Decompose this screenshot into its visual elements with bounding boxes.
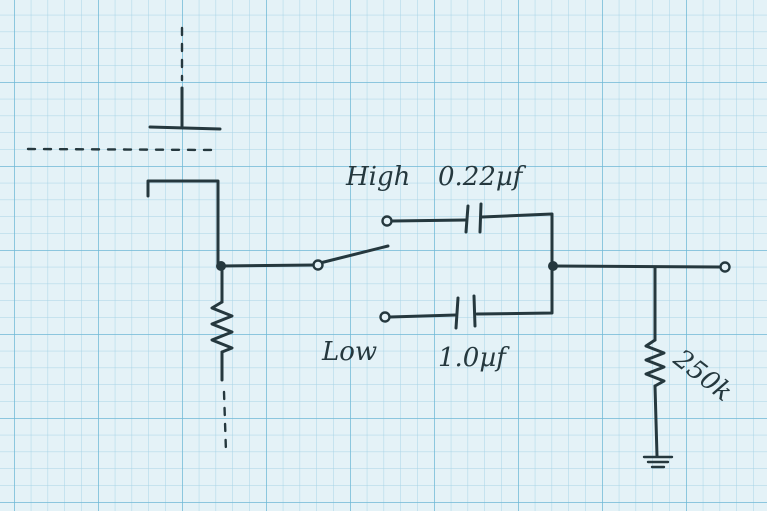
cathode-resistor <box>210 264 234 454</box>
resistor-zigzag-output <box>644 338 666 388</box>
wire-high-left <box>390 218 468 223</box>
wire-low-right <box>475 264 554 316</box>
wire-high-right <box>480 212 554 268</box>
label-switch-high: High <box>345 162 410 192</box>
wire-low-left <box>388 313 458 319</box>
tube-grid-dashed <box>26 147 218 152</box>
capacitor-low <box>388 264 554 330</box>
wire-output <box>550 264 722 269</box>
junction-node-caps <box>548 261 558 271</box>
cap-low-plate-left <box>454 296 460 330</box>
output-resistor <box>644 265 666 458</box>
output-terminal <box>719 261 731 273</box>
switch-high-terminal <box>381 215 393 227</box>
capacitor-high <box>390 202 554 268</box>
switch-low-terminal <box>379 311 391 323</box>
junction-node-cathode <box>216 261 226 271</box>
cap-low-plate-right <box>472 294 477 328</box>
tube-cathode <box>146 179 220 268</box>
resistor-zigzag-cathode <box>210 300 234 354</box>
tube-symbol <box>26 26 222 268</box>
ground-icon <box>642 455 674 469</box>
wire-node-to-switch <box>219 263 318 268</box>
label-cap-low: 1.0µf <box>438 343 510 373</box>
tube-plate <box>148 125 222 131</box>
cap-high-plate-right <box>478 202 483 234</box>
switch-arm <box>318 244 390 265</box>
switch-pivot-terminal <box>312 259 324 271</box>
label-switch-low: Low <box>321 337 377 367</box>
label-cap-high: 0.22µf <box>438 162 527 192</box>
cathode-return-dashed <box>222 390 228 454</box>
output-resistor-lead-bottom <box>653 384 659 458</box>
cap-high-plate-left <box>464 204 470 234</box>
